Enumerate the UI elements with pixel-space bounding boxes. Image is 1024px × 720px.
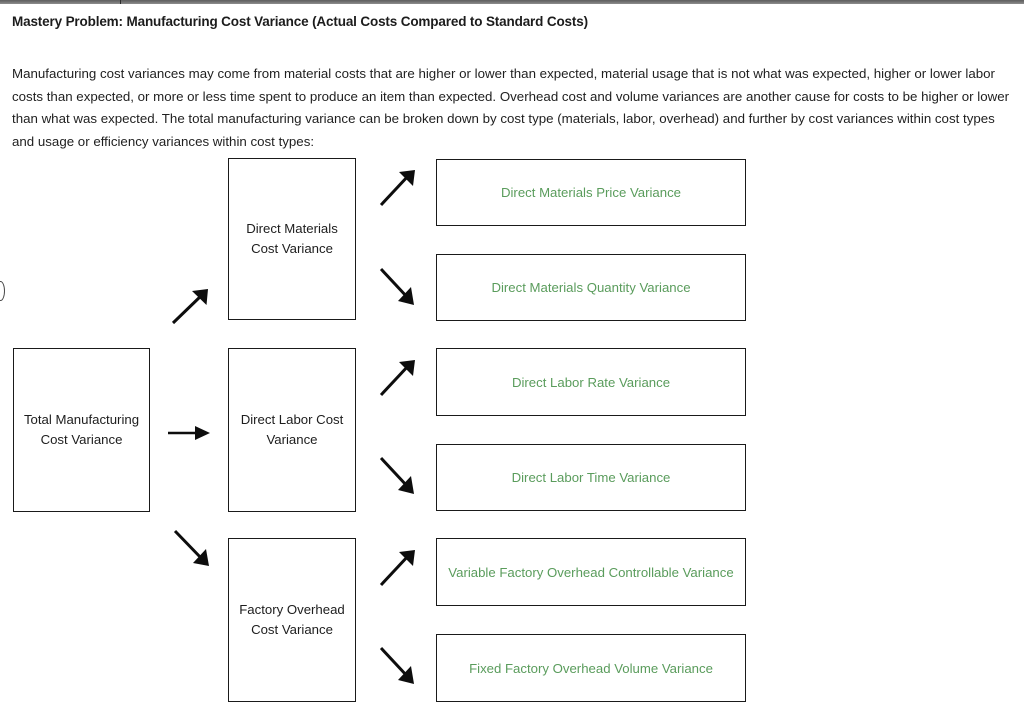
- node-direct-labor-time-variance: Direct Labor Time Variance: [436, 444, 746, 511]
- arrow-down-right-icon: [172, 528, 214, 568]
- node-label: Direct Materials Price Variance: [500, 185, 682, 200]
- arrow-up-right-icon: [170, 288, 212, 326]
- arrow-down-right-icon: [378, 454, 418, 496]
- arrow-up-right-icon: [378, 168, 418, 208]
- node-label: Factory Overhead Cost Variance: [239, 602, 345, 637]
- arrow-right-icon: [166, 418, 212, 448]
- node-label: Direct Materials Cost Variance: [246, 221, 338, 256]
- browser-top-bar: [0, 0, 1024, 4]
- node-direct-materials-quantity-variance: Direct Materials Quantity Variance: [436, 254, 746, 321]
- arrow-up-right-icon: [378, 358, 418, 398]
- node-label: Direct Labor Rate Variance: [511, 374, 671, 390]
- node-label: Direct Labor Cost Variance: [240, 412, 344, 447]
- node-label: Variable Factory Overhead Controllable V…: [448, 564, 734, 580]
- node-variable-factory-overhead-controllable-variance: Variable Factory Overhead Controllable V…: [436, 538, 746, 606]
- node-label: Direct Materials Quantity Variance: [491, 280, 691, 295]
- node-direct-materials-cost-variance: Direct Materials Cost Variance: [228, 158, 356, 320]
- arrow-down-right-icon: [378, 644, 418, 686]
- arrow-down-right-icon: [378, 265, 418, 307]
- node-factory-overhead-cost-variance: Factory Overhead Cost Variance: [228, 538, 356, 702]
- node-label: Fixed Factory Overhead Volume Variance: [469, 660, 713, 676]
- node-direct-materials-price-variance: Direct Materials Price Variance: [436, 159, 746, 226]
- page-title: Mastery Problem: Manufacturing Cost Vari…: [12, 14, 588, 29]
- node-total-manufacturing-cost-variance: Total Manufacturing Cost Variance: [13, 348, 150, 512]
- top-bar-tick: [120, 0, 121, 4]
- node-direct-labor-cost-variance: Direct Labor Cost Variance: [228, 348, 356, 512]
- node-label: Total Manufacturing Cost Variance: [23, 412, 140, 447]
- node-fixed-factory-overhead-volume-variance: Fixed Factory Overhead Volume Variance: [436, 634, 746, 702]
- node-label: Direct Labor Time Variance: [511, 470, 671, 485]
- node-direct-labor-rate-variance: Direct Labor Rate Variance: [436, 348, 746, 416]
- intro-paragraph: Manufacturing cost variances may come fr…: [12, 66, 1010, 149]
- arrow-up-right-icon: [378, 548, 418, 588]
